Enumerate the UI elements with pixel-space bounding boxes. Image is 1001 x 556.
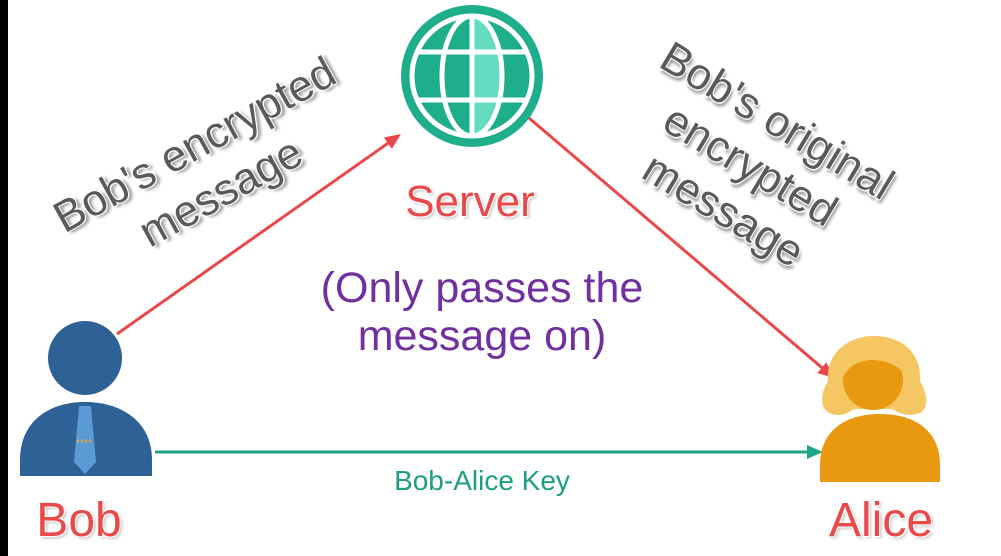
server-note-line: message on) (357, 312, 607, 360)
alice-label: Alice (828, 494, 934, 547)
alice-head (843, 350, 903, 410)
arrow-server-to-alice-shaft (528, 116, 828, 373)
server-note-line: (Only passes the (320, 264, 644, 312)
arrow-bob-to-alice (155, 445, 823, 459)
globe-icon (401, 5, 543, 147)
man-icon (20, 321, 152, 476)
arrow-bob-to-server-head (383, 134, 401, 149)
globe-highlight (472, 16, 502, 136)
server-label: Server (405, 177, 535, 226)
bob-head (48, 321, 122, 395)
alice-bangs (842, 343, 905, 377)
arrow-bob-to-server-shaft (116, 138, 394, 336)
server-note: (Only passes the message on) (282, 264, 682, 360)
alice-body (820, 414, 940, 482)
woman-icon (820, 336, 940, 482)
arrow-bob-to-alice-head (807, 445, 823, 459)
bob-label: Bob (36, 494, 122, 547)
key-label: Bob-Alice Key (394, 465, 570, 496)
left-border (0, 0, 8, 556)
arrow-bob-to-server (116, 134, 401, 336)
